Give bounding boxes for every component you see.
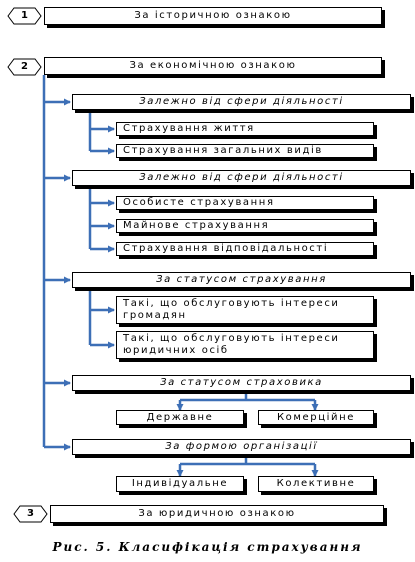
group-item: Особисте страхування [116, 196, 374, 210]
section-badge-shape [7, 7, 42, 25]
group-item: Такі, що обслуговують інтереси громадян [116, 296, 374, 324]
section-title-historical: За історичною ознакою [44, 7, 382, 25]
group-item: Такі, що обслуговують інтереси юридичних… [116, 331, 374, 359]
group-item: Страхування життя [116, 122, 374, 136]
group-heading: За статусом страховика [72, 375, 411, 391]
group-item: Майнове страхування [116, 219, 374, 233]
group-heading: За статусом страхування [72, 272, 411, 288]
group-item: Комерційне [258, 410, 374, 425]
group-item: Страхування відповідальності [116, 242, 374, 256]
group-heading: За формою організації [72, 439, 411, 455]
section-number: 1 [21, 10, 28, 21]
group-item: Державне [116, 410, 244, 425]
section-number: 2 [21, 61, 28, 72]
section-number: 3 [27, 508, 34, 519]
group-heading: Залежно від сфери діяльності [72, 170, 411, 186]
group-item: Колективне [258, 476, 374, 492]
group-heading: Залежно від сфери діяльності [72, 94, 411, 110]
section-badge-shape [13, 505, 48, 523]
group-item: Індивідуальне [116, 476, 244, 492]
section-title-legal: За юридичною ознакою [50, 505, 384, 523]
figure-caption: Рис. 5. Класифікація страхування [52, 540, 363, 554]
group-item: Страхування загальних видів [116, 144, 374, 158]
section-badge-shape [7, 58, 42, 76]
section-title-economic: За економічною ознакою [44, 57, 382, 75]
